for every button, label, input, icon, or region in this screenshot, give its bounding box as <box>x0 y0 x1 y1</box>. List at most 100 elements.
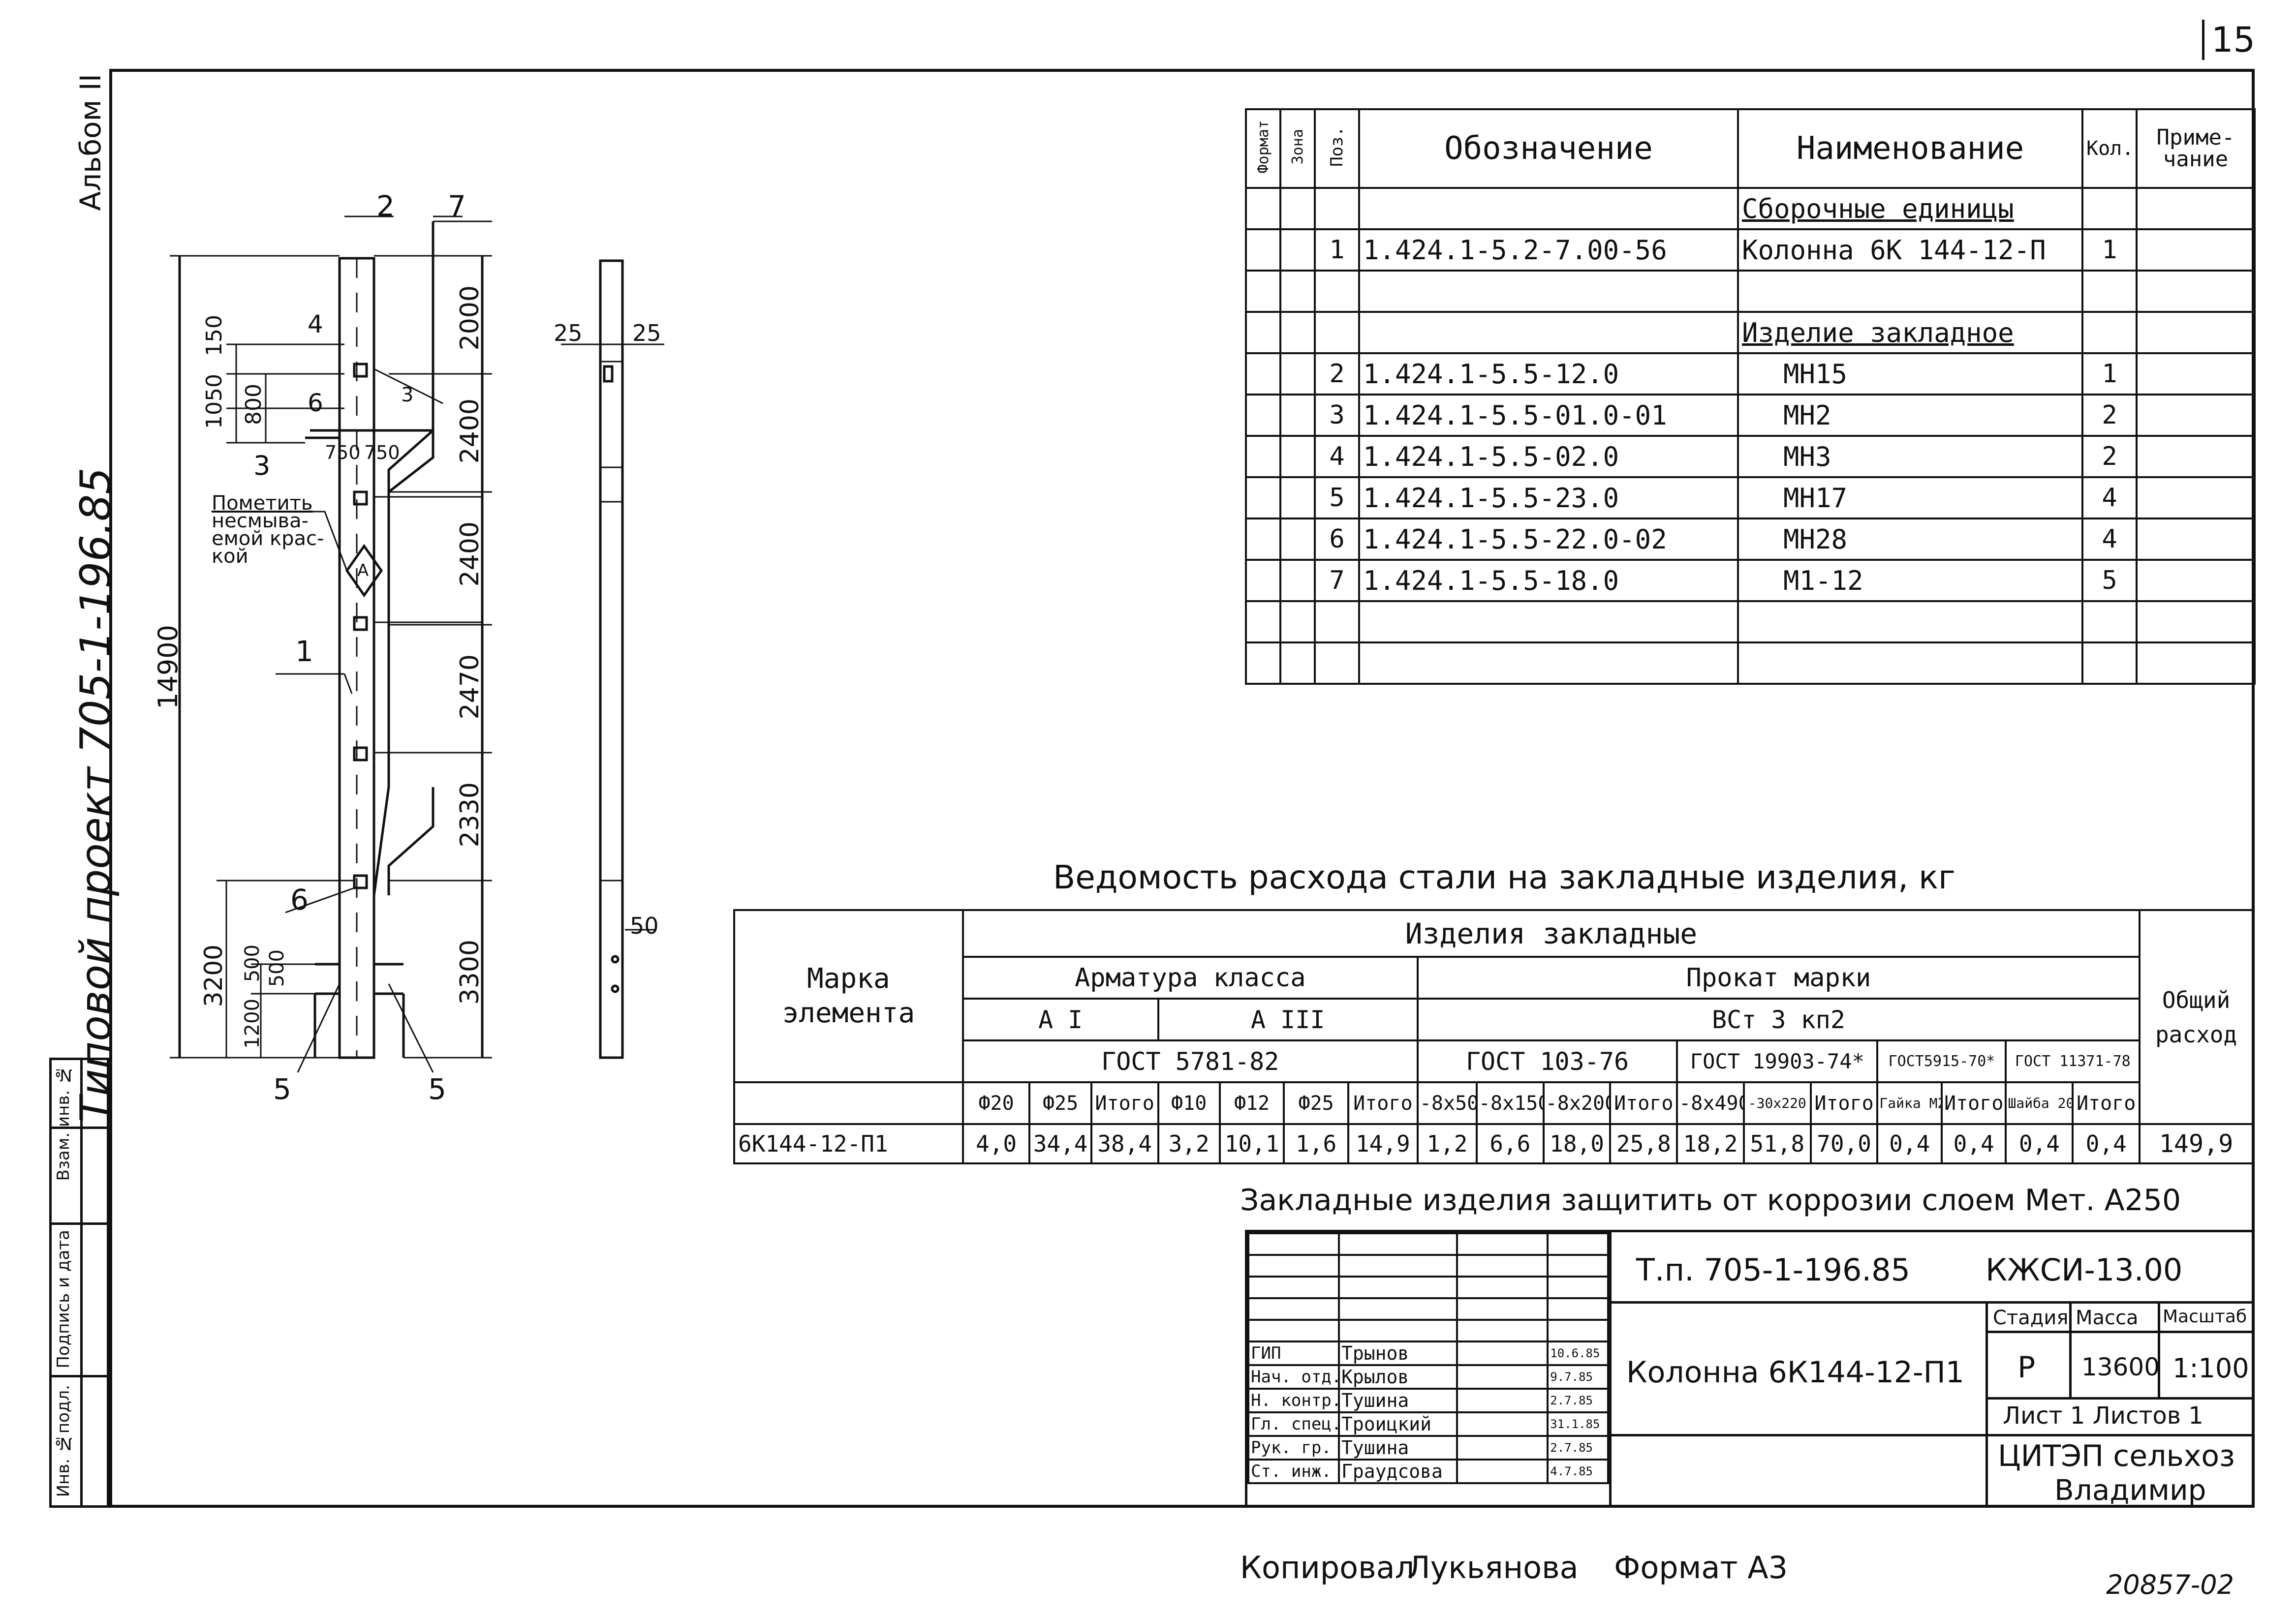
column-side-view <box>599 259 624 1059</box>
title-mass-header: Масса <box>2076 1307 2139 1329</box>
steel-value: 10,1 <box>1218 1123 1285 1164</box>
column-corbel-lower <box>387 787 434 895</box>
spec-note <box>2136 311 2256 354</box>
spec-code: 1.424.1-5.5-12.0 <box>1358 352 1739 396</box>
title-city: Владимир <box>2054 1473 2206 1507</box>
dim-3200: 3200 <box>199 945 228 1007</box>
title-person-name: Крылов <box>1338 1364 1458 1390</box>
side-stamp: Инв. №подл. Подпись и дата Взам. инв. № <box>49 1058 109 1508</box>
steel-rolled-header: Прокат марки <box>1416 956 2141 1000</box>
spec-header-qty: Кол. <box>2081 108 2138 189</box>
title-empty-row <box>1247 1319 1609 1342</box>
spec-qty: 5 <box>2081 559 2138 602</box>
spec-header-pos: Поз. <box>1327 126 1347 167</box>
spec-row: Сборочные единицы <box>1245 187 2256 230</box>
steel-value: 3,2 <box>1157 1123 1221 1164</box>
steel-gost-rebar: ГОСТ 5781-82 <box>962 1039 1419 1083</box>
spec-name <box>1737 641 2083 685</box>
spec-zone <box>1279 518 1316 561</box>
dim-2000: 2000 <box>455 285 485 351</box>
steel-gost-103: ГОСТ 103-76 <box>1416 1039 1678 1083</box>
steel-value: 4,0 <box>962 1123 1031 1164</box>
side-dim-50: 50 <box>630 913 659 939</box>
title-code: КЖСИ-13.00 <box>1986 1252 2183 1288</box>
spec-note <box>2136 270 2256 313</box>
spec-pos: 6 <box>1314 518 1360 561</box>
steel-total: 149,9 <box>2139 1123 2254 1164</box>
dim-500-b: 500 <box>266 949 288 987</box>
spec-format <box>1245 435 1281 478</box>
steel-col-header: Гайка М20 <box>1876 1081 1943 1125</box>
spec-code <box>1358 187 1739 230</box>
spec-pos <box>1314 187 1360 230</box>
pos-label-6-lower: 6 <box>290 883 309 916</box>
steel-mark: 6К144-12-П1 <box>733 1123 964 1164</box>
steel-gost-5915: ГОСТ5915-70* <box>1876 1039 2007 1083</box>
title-date: 9.7.85 <box>1547 1364 1609 1390</box>
steel-value: 1,2 <box>1416 1123 1478 1164</box>
spec-note <box>2136 600 2256 643</box>
steel-value: 6,6 <box>1475 1123 1545 1164</box>
spec-code <box>1358 641 1739 685</box>
steel-col-header: -30х220 <box>1742 1081 1812 1125</box>
spec-name: Сборочные единицы <box>1737 187 2083 230</box>
title-signature <box>1456 1435 1549 1461</box>
spec-name <box>1737 270 2083 313</box>
title-signature <box>1456 1459 1549 1484</box>
spec-pos: 3 <box>1314 394 1360 437</box>
spec-note <box>2136 187 2256 230</box>
spec-pos <box>1314 641 1360 685</box>
steel-value: 0,4 <box>1876 1123 1943 1164</box>
steel-value: 18,2 <box>1676 1123 1745 1164</box>
title-empty-row <box>1247 1254 1609 1278</box>
dim-500-a: 500 <box>241 945 264 982</box>
spec-pos: 5 <box>1314 476 1360 519</box>
spec-header-format: Формат <box>1254 120 1272 174</box>
spec-row <box>1245 641 2256 685</box>
dim-2400-b: 2400 <box>455 521 485 587</box>
steel-value: 25,8 <box>1609 1123 1678 1164</box>
spec-name: МН15 <box>1737 352 2083 396</box>
spec-note <box>2136 394 2256 437</box>
steel-col-header: Ф20 <box>962 1081 1031 1125</box>
footer-format: Формат А3 <box>1614 1550 1788 1585</box>
spec-code <box>1358 311 1739 354</box>
spec-name: МН3 <box>1737 435 2083 478</box>
pos-label-3: 3 <box>253 450 271 481</box>
title-empty-row <box>1247 1232 1609 1256</box>
spec-qty <box>2081 187 2138 230</box>
steel-col-header: Ф10 <box>1157 1081 1221 1125</box>
side-dim-25-left: 25 <box>554 320 583 346</box>
spec-pos: 7 <box>1314 559 1360 602</box>
steel-value: 18,0 <box>1542 1123 1612 1164</box>
steel-value: 70,0 <box>1809 1123 1879 1164</box>
steel-table-title: Ведомость расхода стали на закладные изд… <box>1053 858 1955 896</box>
dim-1200: 1200 <box>241 999 264 1049</box>
dim-3300: 3300 <box>455 940 485 1005</box>
dim-14900: 14900 <box>153 625 184 709</box>
spec-code: 1.424.1-5.5-01.0-01 <box>1358 394 1739 437</box>
dim-750-a: 750 <box>325 442 361 463</box>
steel-value: 51,8 <box>1742 1123 1812 1164</box>
title-signature <box>1456 1364 1549 1390</box>
embedded-item <box>353 616 368 631</box>
title-scale: 1:100 <box>2172 1353 2249 1384</box>
steel-gost-11371: ГОСТ 11371-78 <box>2005 1039 2141 1083</box>
title-person-name: Трынов <box>1338 1341 1458 1366</box>
spec-pos: 4 <box>1314 435 1360 478</box>
steel-items-header: Изделия закладные <box>962 909 2141 958</box>
steel-value: 38,4 <box>1090 1123 1159 1164</box>
title-role: ГИП <box>1247 1341 1340 1366</box>
steel-col-header: Ф12 <box>1218 1081 1285 1125</box>
spec-header-name: Наименование <box>1737 108 2083 189</box>
spec-row <box>1245 270 2256 313</box>
